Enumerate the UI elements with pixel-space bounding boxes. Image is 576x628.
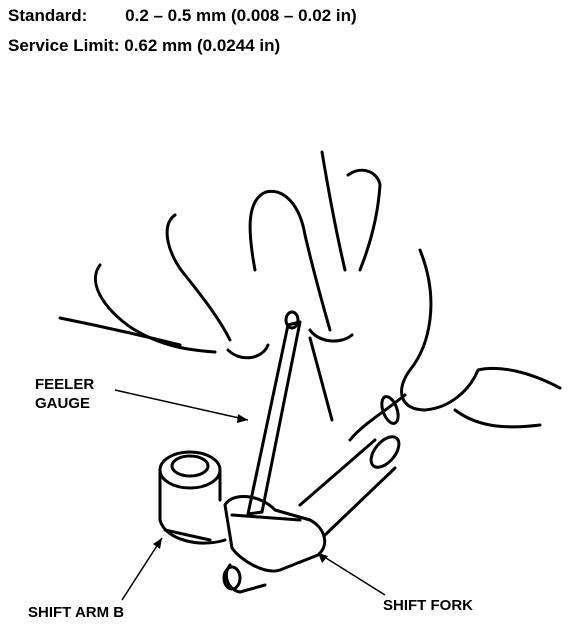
feeler-leader-line bbox=[114, 389, 249, 421]
index-finger-outline bbox=[248, 189, 332, 332]
feeler-arrowhead bbox=[237, 414, 248, 423]
shift-fork-block bbox=[223, 494, 327, 573]
middle-finger-outline bbox=[165, 213, 232, 342]
shift-arm-boss-inner bbox=[170, 454, 210, 478]
shift-arm-body bbox=[158, 468, 227, 545]
standard-label: Standard: bbox=[8, 6, 88, 25]
feeler-gauge-blade-edge bbox=[308, 336, 334, 422]
shift-arm-lower bbox=[163, 528, 212, 542]
fingertip-left bbox=[226, 343, 270, 360]
shift-fork-block-top bbox=[230, 513, 302, 522]
shift-arm-leader-line bbox=[121, 537, 163, 601]
lower-pin-end bbox=[222, 565, 242, 591]
service-limit-label: Service Limit: bbox=[8, 36, 120, 55]
right-hand-outline bbox=[348, 248, 562, 442]
feeler-gauge-label: FEELER GAUGE bbox=[35, 375, 94, 413]
service-limit-value: 0.62 mm (0.0244 in) bbox=[124, 36, 281, 55]
fingertip-right bbox=[308, 328, 354, 343]
shift-fork-shaft bbox=[298, 438, 397, 537]
shift-fork-label: SHIFT FORK bbox=[383, 597, 473, 614]
shift-arm-arrowhead bbox=[153, 538, 162, 549]
feeler-gauge-blade bbox=[246, 320, 302, 516]
spec-service-limit-line: Service Limit: 0.62 mm (0.0244 in) bbox=[8, 36, 280, 56]
standard-value: 0.2 – 0.5 mm (0.008 – 0.02 in) bbox=[125, 6, 357, 25]
right-hand-finger bbox=[453, 408, 542, 429]
lower-finger-outline bbox=[93, 263, 217, 354]
feeler-label-line1: FEELER bbox=[35, 376, 95, 393]
fork-slot bbox=[380, 395, 400, 425]
shift-arm-label: SHIFT ARM B bbox=[28, 604, 125, 621]
spec-standard-line: Standard: 0.2 – 0.5 mm (0.008 – 0.02 in) bbox=[8, 6, 357, 26]
shift-fork-arrowhead bbox=[318, 553, 328, 563]
shaft-end bbox=[369, 435, 401, 469]
shift-fork-leader-line bbox=[317, 552, 386, 596]
thumb-outline bbox=[320, 150, 382, 272]
feeler-gauge-hole bbox=[284, 310, 300, 330]
feeler-label-line2: GAUGE bbox=[35, 395, 91, 412]
hand-back-outline bbox=[58, 316, 182, 347]
